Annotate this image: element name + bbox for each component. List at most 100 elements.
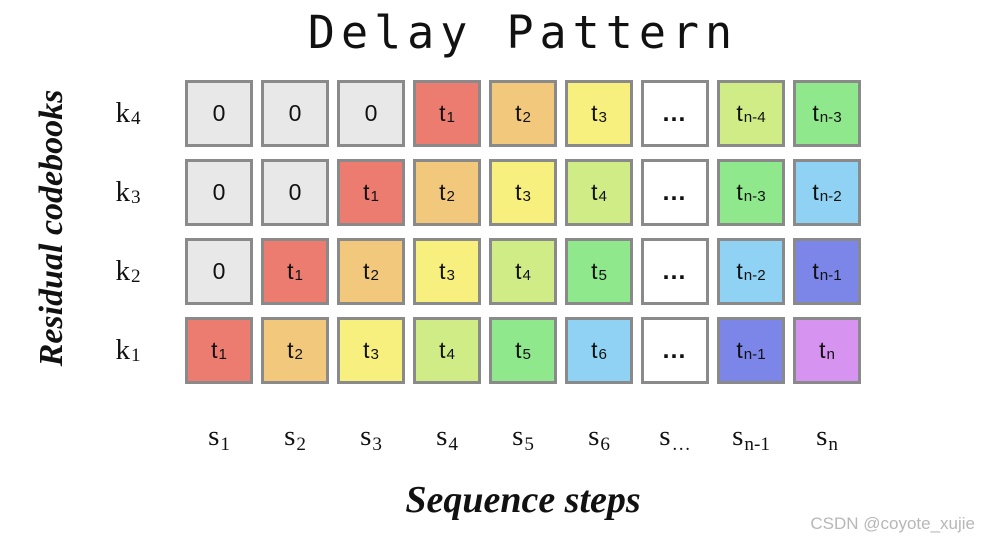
grid-cell-r3-c6-subscript: 5 xyxy=(598,267,607,285)
grid-cell-r2-c7: … xyxy=(641,159,709,226)
grid-cell-r4-c1-subscript: 1 xyxy=(218,346,227,364)
col-label-s6-subscript: 6 xyxy=(600,434,610,456)
grid-cell-r2-c2-base: 0 xyxy=(288,179,302,205)
grid-cell-r4-c4-subscript: 4 xyxy=(446,346,455,364)
grid-cell-r3-c6-base: t xyxy=(591,258,598,284)
grid-cell-r3-c7: … xyxy=(641,238,709,305)
grid-cell-r1-c7-base: … xyxy=(661,99,689,127)
row-label-k1-base: k xyxy=(115,334,130,366)
col-label-s4-base: s xyxy=(436,420,448,452)
grid-cell-r3-c8-subscript: n-2 xyxy=(743,267,766,285)
col-label-s3-subscript: 3 xyxy=(372,434,382,456)
grid-cell-r4-c2-base: t xyxy=(287,337,294,363)
grid-cell-r3-c5-base: t xyxy=(515,258,522,284)
grid-cell-r2-c6-subscript: 4 xyxy=(598,188,607,206)
grid-cell-r2-c1: 0 xyxy=(185,159,253,226)
grid-cell-r2-c4-base: t xyxy=(439,179,446,205)
grid-cell-r1-c1-base: 0 xyxy=(212,100,226,126)
col-label-s1-base: s xyxy=(208,420,220,452)
col-label-s1-subscript: 1 xyxy=(220,434,230,456)
grid-cell-r3-c3-subscript: 2 xyxy=(370,267,379,285)
grid-cell-r4-c3-base: t xyxy=(363,337,370,363)
row-label-k4-base: k xyxy=(115,97,130,129)
grid-cell-r4-c7-base: … xyxy=(661,336,689,364)
col-label-s6: s6 xyxy=(565,420,633,456)
col-label-s8-subscript: n-1 xyxy=(744,434,770,456)
grid-cell-r4-c3-subscript: 3 xyxy=(370,346,379,364)
grid-cell-r2-c9-base: t xyxy=(812,179,819,205)
row-label-k3-base: k xyxy=(115,176,130,208)
col-label-s3: s3 xyxy=(337,420,405,456)
col-label-s5-base: s xyxy=(512,420,524,452)
x-axis-label: Sequence steps xyxy=(405,479,641,521)
grid-cell-r3-c9-subscript: n-1 xyxy=(819,267,842,285)
col-label-s6-base: s xyxy=(588,420,600,452)
grid-cell-r1-c7: … xyxy=(641,80,709,147)
col-label-s9-base: s xyxy=(816,420,828,452)
grid-cell-r3-c8-base: t xyxy=(736,258,743,284)
row-label-k1-subscript: 1 xyxy=(130,344,141,366)
watermark: CSDN @coyote_xujie xyxy=(810,514,975,533)
grid-cell-r1-c8-subscript: n-4 xyxy=(743,109,766,127)
grid-cell-r2-c8-base: t xyxy=(736,179,743,205)
grid-cell-r3-c4-subscript: 3 xyxy=(446,267,455,285)
col-label-s2-base: s xyxy=(284,420,296,452)
grid-cell-r4-c6-base: t xyxy=(591,337,598,363)
col-label-s2: s2 xyxy=(261,420,329,455)
grid-cell-r4-c9-subscript: n xyxy=(826,346,835,364)
grid-cell-r4-c7: … xyxy=(641,317,709,384)
col-label-s1: s1 xyxy=(185,420,253,456)
grid-cell-r2-c3-subscript: 1 xyxy=(370,188,379,206)
grid-cell-r1-c4-subscript: 1 xyxy=(446,109,455,127)
grid-cell-r1-c4-base: t xyxy=(439,100,446,126)
grid-cell-r1-c9-subscript: n-3 xyxy=(819,109,842,127)
row-label-k3-subscript: 3 xyxy=(130,186,141,208)
grid-cell-r1-c2-base: 0 xyxy=(288,100,302,126)
grid-cell-r2-c2: 0 xyxy=(261,159,329,226)
col-label-s3-base: s xyxy=(360,420,372,452)
col-label-s9-subscript: n xyxy=(828,434,838,456)
col-label-s5-subscript: 5 xyxy=(524,434,534,456)
row-label-k4-subscript: 4 xyxy=(130,107,141,129)
grid-cell-r4-c9-base: t xyxy=(819,337,826,363)
grid-cell-r4-c4-base: t xyxy=(439,337,446,363)
grid-cell-r3-c7-base: … xyxy=(661,257,689,285)
grid-cell-r2-c9-subscript: n-2 xyxy=(819,188,842,206)
y-axis-label: Residual codebooks xyxy=(33,89,70,367)
grid-cell-r4-c5-base: t xyxy=(515,337,522,363)
grid-cell-r4-c8-subscript: n-1 xyxy=(743,346,766,364)
col-label-s8: sn-1 xyxy=(717,420,785,456)
col-label-s7-base: s xyxy=(659,420,671,452)
grid-cell-r3-c2-subscript: 1 xyxy=(294,267,303,285)
grid-cell-r2-c5-base: t xyxy=(515,179,522,205)
grid-cell-r3-c5-subscript: 4 xyxy=(522,267,531,285)
grid-cell-r1-c3-base: 0 xyxy=(364,100,378,126)
grid-cell-r1-c9-base: t xyxy=(812,100,819,126)
grid-cell-r4-c8-base: t xyxy=(736,337,743,363)
grid-cell-r1-c6-base: t xyxy=(591,100,598,126)
grid-cell-r2-c6-base: t xyxy=(591,179,598,205)
grid-cell-r1-c6-subscript: 3 xyxy=(598,109,607,127)
